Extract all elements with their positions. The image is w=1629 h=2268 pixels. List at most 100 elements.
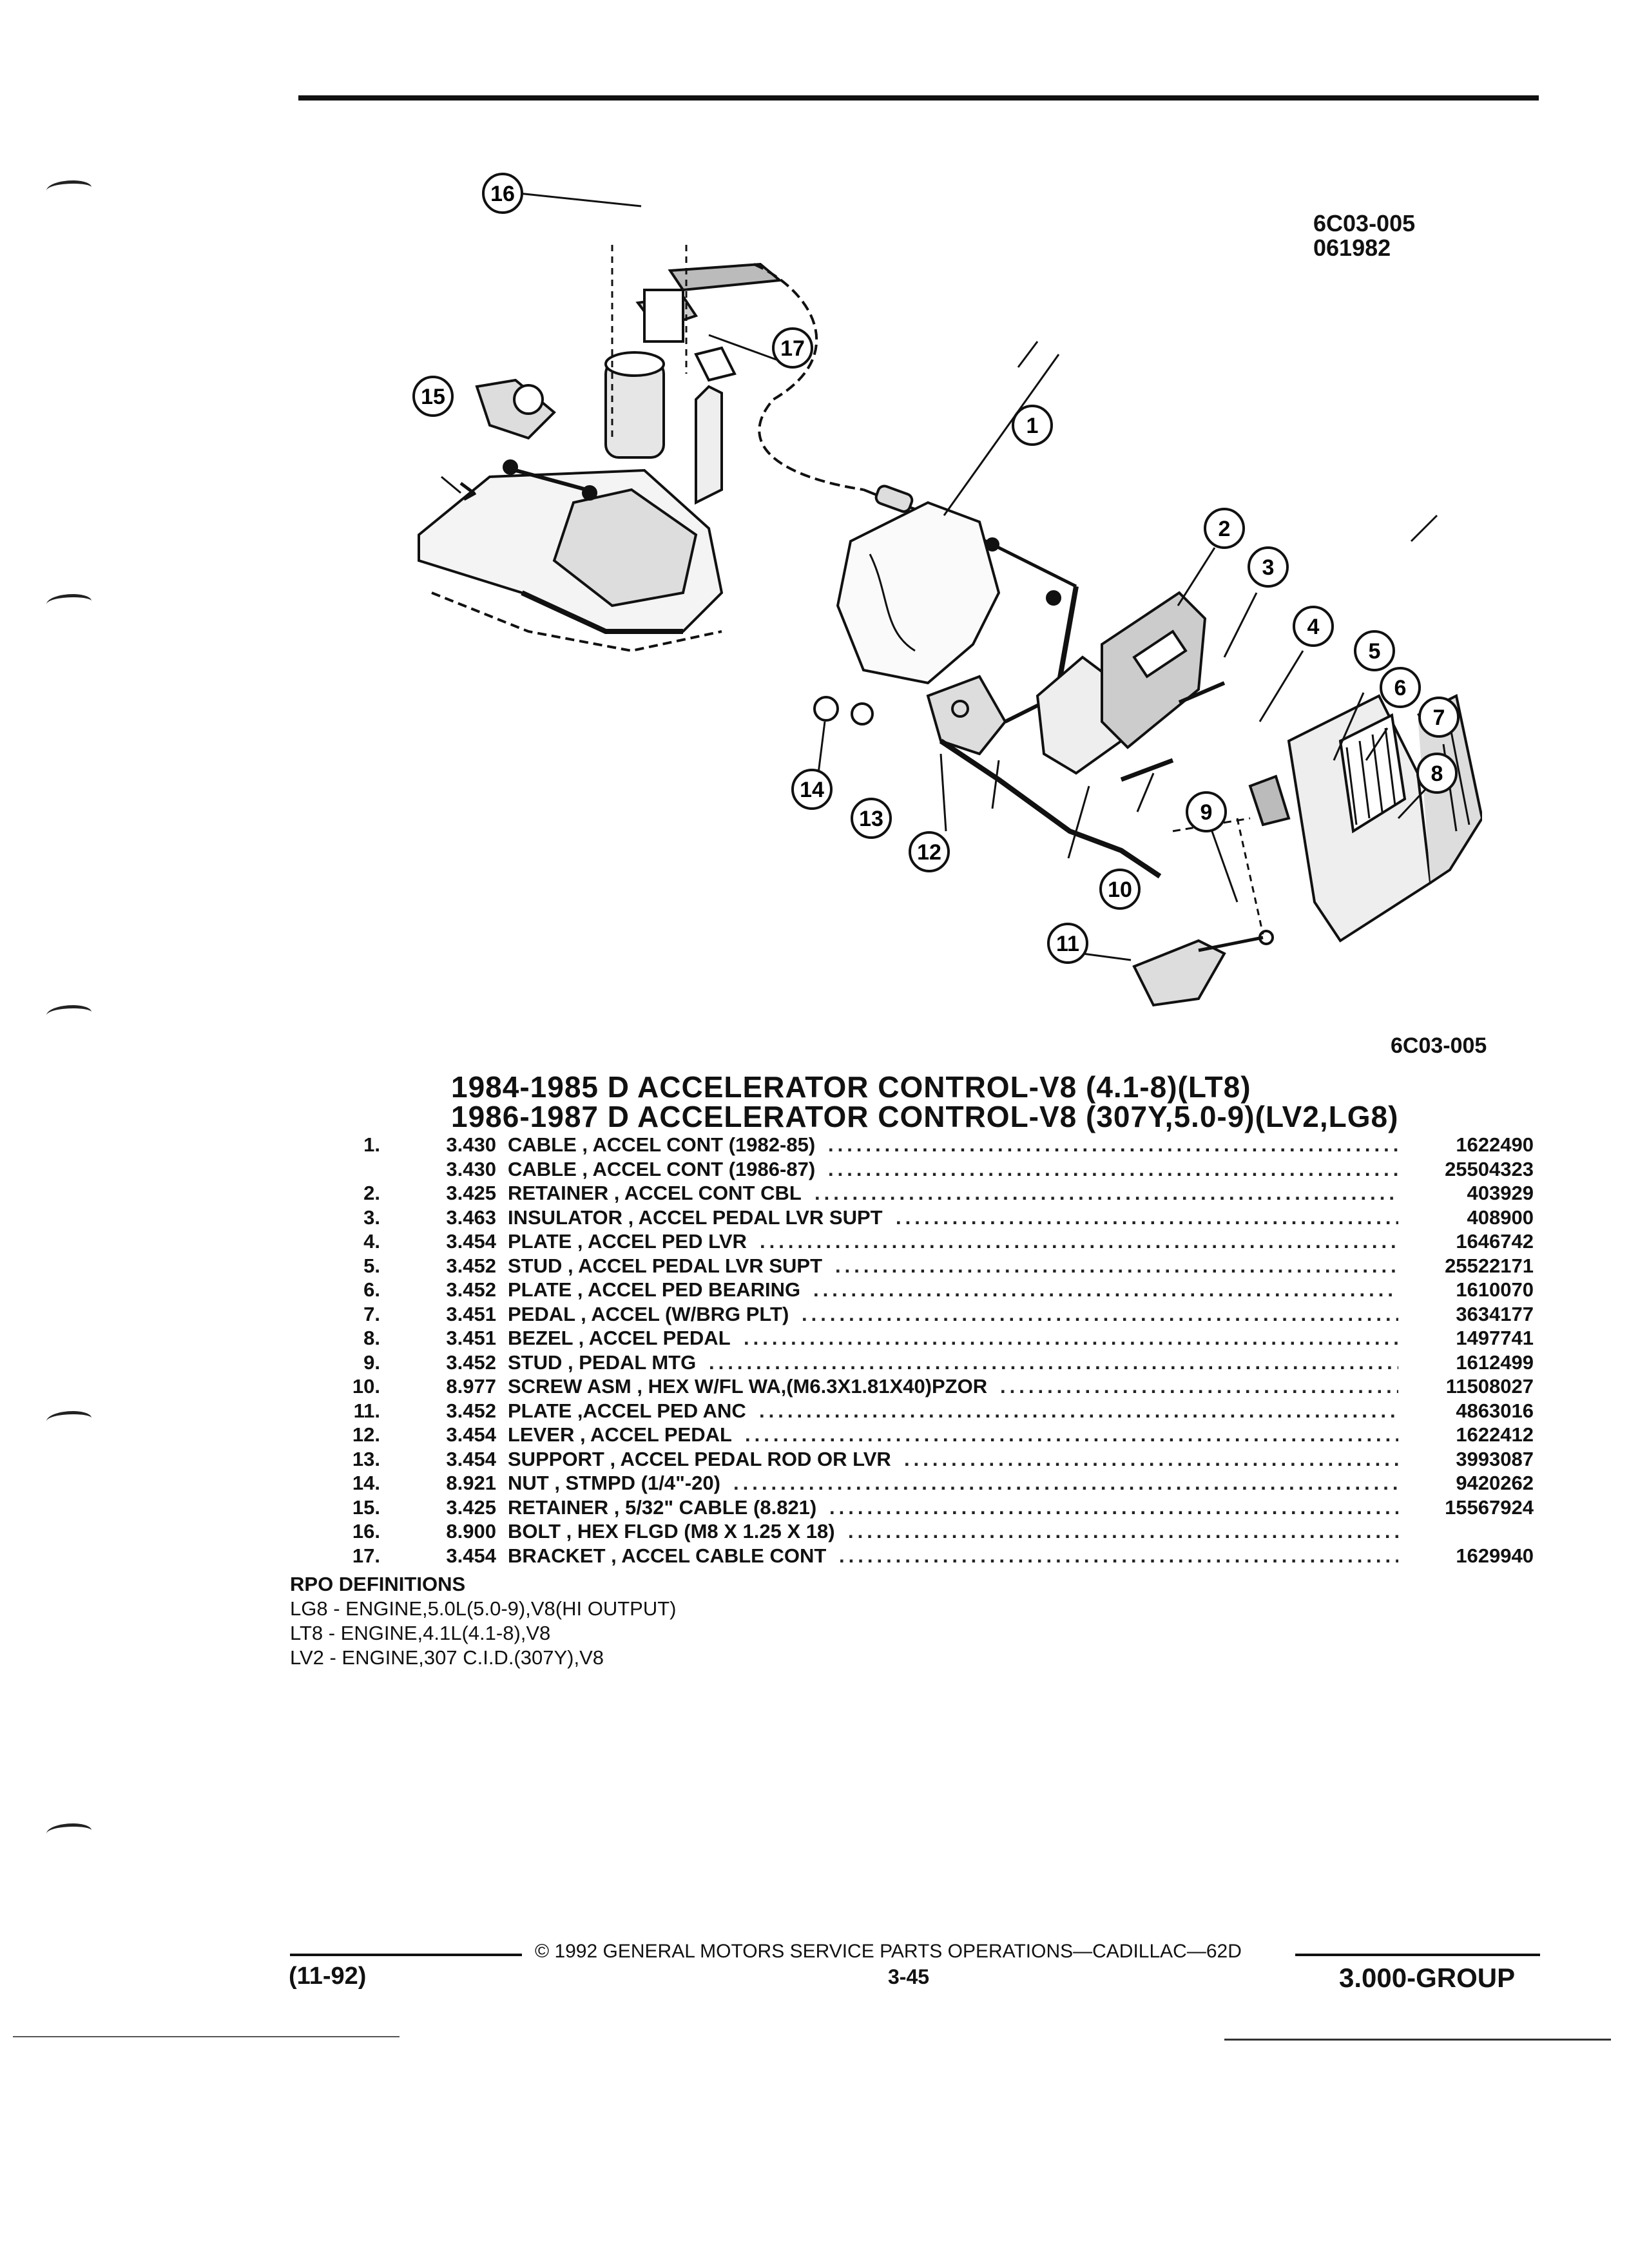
part-number-index: 9. — [363, 1350, 380, 1374]
part-description: PLATE , ACCEL PED BEARING — [508, 1278, 801, 1301]
callout-17: 17 — [772, 327, 813, 369]
footer-copyright: © 1992 GENERAL MOTORS SERVICE PARTS OPER… — [535, 1941, 1242, 1962]
dot-leader: ........................................… — [709, 1350, 1398, 1374]
group-number: 3.452 — [446, 1254, 496, 1277]
callout-4: 4 — [1293, 606, 1334, 647]
part-number-index: 11. — [353, 1399, 380, 1422]
figure-code: 6C03-005 — [1313, 210, 1416, 236]
footer-page-number: 3-45 — [888, 1965, 930, 1988]
top-rule — [298, 95, 1539, 101]
callout-label: 4 — [1307, 615, 1320, 639]
group-number: 8.921 — [446, 1472, 496, 1494]
part-number: 1622412 — [1456, 1423, 1534, 1446]
title-line: 1986-1987 D ACCELERATOR CONTROL-V8 (307Y… — [451, 1100, 1399, 1133]
footer-group: 3.000-GROUP — [1339, 1963, 1516, 1993]
dot-leader: ........................................… — [733, 1472, 1398, 1494]
part-number-index: 16. — [352, 1520, 380, 1542]
dot-leader: ........................................… — [1000, 1375, 1398, 1398]
callout-10: 10 — [1099, 869, 1141, 910]
title-line: 1984-1985 D ACCELERATOR CONTROL-V8 (4.1-… — [451, 1070, 1251, 1104]
part-number-index: 4. — [363, 1230, 380, 1253]
group-number: 8.900 — [446, 1520, 496, 1542]
part-number: 25504323 — [1445, 1157, 1534, 1180]
dot-leader: ........................................… — [835, 1254, 1398, 1277]
callout-label: 7 — [1433, 706, 1445, 730]
part-number: 4863016 — [1456, 1399, 1534, 1422]
dot-leader: ........................................… — [829, 1495, 1398, 1519]
callout-16: 16 — [482, 173, 523, 214]
part-number-index: 5. — [363, 1254, 380, 1277]
part-number-index: 10. — [352, 1375, 380, 1398]
callout-label: 10 — [1108, 878, 1132, 902]
part-description: RETAINER , ACCEL CONT CBL — [508, 1182, 802, 1204]
part-description: PLATE ,ACCEL PED ANC — [508, 1399, 746, 1422]
engine-illustration — [418, 245, 783, 653]
part-description: PEDAL , ACCEL (W/BRG PLT) — [508, 1302, 789, 1325]
callout-12: 12 — [909, 831, 950, 872]
dot-leader: ........................................… — [802, 1302, 1398, 1325]
part-number-index: 1. — [363, 1133, 380, 1156]
callout-5: 5 — [1354, 630, 1395, 671]
dot-leader: ........................................… — [745, 1423, 1398, 1446]
part-number: 3634177 — [1456, 1302, 1534, 1325]
rpo-item: LT8 - ENGINE,4.1L(4.1-8),V8 — [290, 1622, 551, 1644]
part-description: BRACKET , ACCEL CABLE CONT — [508, 1544, 827, 1567]
callout-3: 3 — [1248, 546, 1289, 588]
callout-label: 2 — [1219, 517, 1231, 541]
figure-code-bottom: 6C03-005 — [1391, 1033, 1487, 1058]
dot-leader: ........................................… — [848, 1520, 1398, 1542]
part-number: 1610070 — [1456, 1278, 1534, 1301]
group-number: 3.452 — [446, 1399, 496, 1422]
callout-label: 5 — [1369, 639, 1381, 664]
part-number-index: 12. — [352, 1423, 380, 1446]
callout-label: 6 — [1394, 676, 1407, 700]
accelerator-control-diagram: 16 17 15 1 2 3 4 5 6 7 8 9 10 11 12 13 1… — [412, 173, 1482, 1007]
callout-2: 2 — [1204, 508, 1245, 549]
callout-6: 6 — [1380, 667, 1421, 708]
callout-label: 1 — [1027, 414, 1039, 438]
margin-mark — [46, 1005, 92, 1023]
part-number-index: 14. — [352, 1472, 380, 1494]
rpo-definitions: RPO DEFINITIONS LG8 - ENGINE,5.0L(5.0-9)… — [290, 1572, 676, 1670]
figure-code-top: 6C03-005 061982 — [1313, 211, 1415, 260]
callout-7: 7 — [1418, 697, 1460, 738]
part-number: 1612499 — [1456, 1350, 1534, 1374]
part-number-index: 13. — [352, 1447, 380, 1470]
group-number: 3.430 — [446, 1157, 496, 1180]
part-number-index: 2. — [363, 1182, 380, 1204]
figure-date-code: 061982 — [1313, 235, 1391, 261]
margin-mark — [46, 1823, 92, 1841]
callout-label: 15 — [421, 385, 445, 409]
pedal-assembly — [813, 501, 1482, 1007]
dot-leader: ........................................… — [759, 1399, 1398, 1422]
footer-rule-left — [290, 1954, 522, 1956]
callout-label: 14 — [800, 778, 824, 802]
part-number-index: 6. — [363, 1278, 380, 1301]
part-number: 11508027 — [1445, 1375, 1534, 1398]
part-number-index: 3. — [363, 1206, 380, 1229]
group-number: 3.452 — [446, 1278, 496, 1301]
part-number: 9420262 — [1456, 1472, 1534, 1494]
part-description: STUD , ACCEL PEDAL LVR SUPT — [508, 1254, 823, 1277]
part-number: 1646742 — [1456, 1230, 1534, 1253]
dot-leader: ........................................… — [828, 1133, 1398, 1156]
dot-leader: ........................................… — [813, 1278, 1398, 1301]
parts-row: 14. 8.921 NUT , STMPD (1/4"-20) 9420262....… — [309, 1471, 1534, 1495]
part-description: INSULATOR , ACCEL PEDAL LVR SUPT — [508, 1206, 883, 1229]
dot-leader: ........................................… — [904, 1447, 1398, 1470]
part-number: 1497741 — [1456, 1327, 1534, 1349]
part-callouts: 16 17 15 1 2 3 4 5 6 7 8 9 10 11 12 13 1… — [412, 173, 1460, 964]
group-number: 3.454 — [446, 1423, 496, 1446]
callout-label: 12 — [917, 840, 941, 865]
part-number: 15567924 — [1445, 1495, 1534, 1519]
part-description: NUT , STMPD (1/4"-20) — [508, 1472, 720, 1494]
margin-mark — [46, 594, 92, 611]
